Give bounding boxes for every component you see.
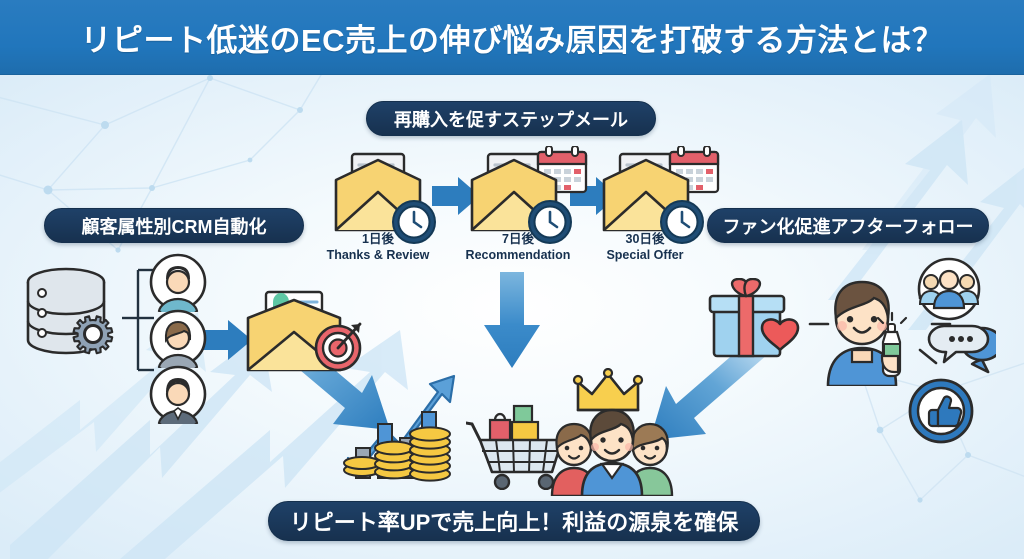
avatar-businessman-icon: [149, 365, 207, 424]
label-step-mail: 再購入を促すステップメール: [366, 101, 656, 136]
background-arrow-group-left: [10, 330, 408, 559]
background-arrow-group-left-2: [0, 312, 206, 493]
chat-badge-icon: [927, 324, 996, 374]
label-result: リピート率UPで売上向上！利益の源泉を確保: [268, 501, 760, 541]
clock-icon: [528, 200, 572, 244]
gift-icon: [708, 278, 800, 358]
step-mail-1-label: 1日後 Thanks & Review: [318, 232, 438, 263]
family-member-center: [580, 408, 644, 496]
heart-icon: [760, 318, 800, 352]
avatar-female-icon: [149, 309, 207, 368]
arrow-fan-to-result: [650, 338, 768, 440]
step-mail-1-day: 1日後: [362, 232, 394, 246]
thumbs-up-badge-icon: [908, 378, 974, 444]
envelope-target-icon: [246, 290, 362, 372]
header-bar: リピート低迷のEC売上の伸び悩み原因を打破する方法とは？: [0, 0, 1024, 74]
branch-bracket: [122, 268, 154, 372]
step-mail-1-caption: Thanks & Review: [326, 247, 430, 262]
background-arrow-group-right: [828, 74, 1024, 330]
person-bottle-icon: [826, 280, 908, 386]
crm-icon-cluster: [26, 267, 154, 372]
step-mail-3-icon: [602, 146, 720, 244]
shopping-cart-icon: [466, 404, 564, 490]
network-nodes-left: [43, 75, 303, 253]
arrow-step-1-to-2: [432, 177, 480, 215]
page-title: リピート低迷のEC売上の伸び悩み原因を打破する方法とは？: [80, 22, 944, 58]
step-mail-1-icon: [334, 152, 436, 244]
step-mail-2-label: 7日後 Recommendation: [453, 232, 583, 263]
step-mail-3-caption: Special Offer: [606, 247, 684, 262]
step-mail-2-icon: [470, 146, 588, 244]
label-crm: 顧客属性別CRM自動化: [44, 208, 304, 243]
step-mail-3-label: 30日後 Special Offer: [585, 232, 705, 263]
clock-icon: [392, 200, 436, 244]
bottle-icon: [876, 311, 908, 378]
gear-icon: [72, 315, 114, 355]
label-fan: ファン化促進アフターフォロー: [707, 208, 989, 243]
arrow-steps-to-result: [484, 272, 540, 368]
step-mail-2-day: 7日後: [502, 232, 534, 246]
step-mail-2-caption: Recommendation: [465, 247, 571, 262]
step-mail-3-day: 30日後: [625, 232, 665, 246]
group-badge-icon: [917, 257, 981, 321]
growth-chart-icon: [343, 374, 456, 482]
arrow-db-to-mail: [200, 320, 252, 360]
clock-icon: [660, 200, 704, 244]
coins-icon: [343, 426, 451, 482]
avatar-male-icon: [149, 253, 207, 312]
family-group-icon: [550, 408, 674, 496]
